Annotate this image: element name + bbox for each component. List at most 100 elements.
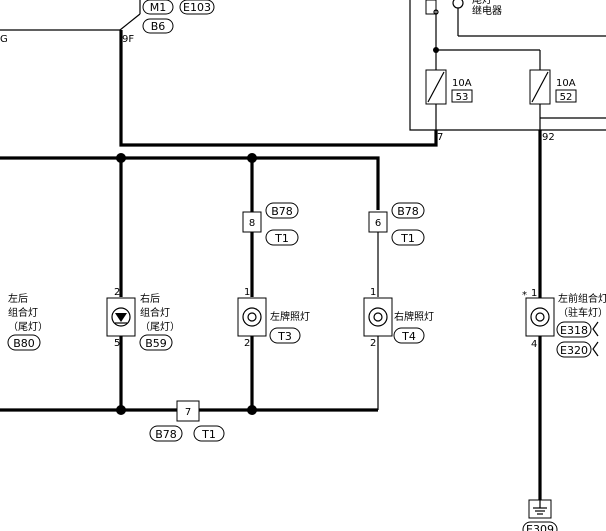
connector-m1 — [142, 0, 174, 15]
connector-t1-bottom-label: T1 — [201, 428, 216, 441]
relay-label-line2: 继电器 — [472, 4, 502, 17]
connector-e103-label: E103 — [183, 1, 211, 14]
junction-pin-left: 8 — [249, 218, 255, 229]
lamp-rear-right-name-2: 组合灯 — [140, 306, 170, 319]
fuse-52-number-box — [555, 89, 577, 103]
connector-b80 — [7, 334, 41, 351]
lamp-left-plate-name: 左牌照灯 — [270, 310, 310, 323]
lamp-left-plate-body — [237, 297, 267, 337]
feed-wire — [119, 30, 438, 147]
lamp-rear-right-combo: 2 5 右后 组合灯 （尾灯） B59 — [106, 287, 180, 410]
lamp-rear-left-name-2: 组合灯 — [8, 306, 38, 319]
bulb-filament-icon — [247, 312, 257, 322]
connector-b59-label: B59 — [145, 337, 167, 350]
connector-t1-right-label: T1 — [400, 232, 415, 245]
lamp-right-plate-pin-bottom: 2 — [370, 338, 376, 349]
connector-e318-label: E318 — [560, 324, 588, 337]
fuse-box: 尾灯 继电器 10A 53 7 10A 52 92 — [409, 0, 606, 143]
connector-t4 — [393, 327, 425, 344]
connector-t3 — [269, 327, 301, 344]
lamp-left-plate-pin-top: 1 — [244, 287, 250, 298]
lamp-rear-right-name-1: 右后 — [140, 292, 160, 305]
fuse-53-element — [427, 71, 445, 103]
lamp-right-plate: 1 2 右牌照灯 T4 — [363, 287, 434, 410]
main-bus — [0, 153, 380, 297]
lamp-front-left-pin-top: 1 — [531, 288, 537, 299]
junction-connector-right: 6 B78 T1 — [368, 202, 425, 297]
lamp-left-plate-pin-bottom: 2 — [244, 338, 250, 349]
connector-t1-right — [391, 229, 425, 246]
fuse-52-amp: 10A — [556, 78, 576, 89]
relay-contact — [425, 0, 437, 15]
ground: E309 — [522, 499, 558, 531]
connector-t1-left-label: T1 — [274, 232, 289, 245]
connector-b78-right — [391, 202, 425, 219]
junction-connector-left: 8 B78 T1 — [242, 202, 299, 297]
fuse-53-amp: 10A — [452, 78, 472, 89]
fuse-52-out-pin: 92 — [542, 132, 555, 143]
connector-e103 — [179, 0, 215, 15]
bottom-pin: 7 — [185, 407, 191, 418]
lamp-right-plate-name: 右牌照灯 — [394, 310, 434, 323]
connector-e320-tail — [592, 341, 599, 357]
lamp-front-left-pin-bottom: 4 — [531, 339, 537, 350]
bulb-icon — [368, 307, 388, 327]
connector-b78-bottom-label: B78 — [155, 428, 177, 441]
connector-e318-tail — [592, 321, 599, 337]
connector-b59 — [139, 334, 173, 351]
return-bus: 7 B78 T1 — [0, 400, 378, 442]
fuse-53-out-pin: 7 — [437, 132, 443, 143]
lamp-front-left-body — [525, 297, 555, 337]
lamp-left-plate: 1 2 左牌照灯 T3 — [237, 287, 310, 410]
diode-triangle-icon — [115, 313, 127, 322]
edge-label-g: G — [0, 34, 8, 45]
pin-9f: 9F — [122, 34, 134, 45]
connector-e309-label: E309 — [526, 523, 554, 531]
connector-b6 — [142, 18, 174, 34]
connector-b78-right-label: B78 — [397, 205, 419, 218]
lamp-front-left-marker: * — [522, 290, 527, 301]
connector-e320-label: E320 — [560, 344, 588, 357]
lamp-right-plate-body — [363, 297, 393, 337]
connector-e318 — [556, 321, 592, 338]
fuse-52-number: 52 — [560, 92, 573, 103]
lamp-right-plate-pin-top: 1 — [370, 287, 376, 298]
bulb-icon — [242, 307, 262, 327]
fuse-box-junction — [433, 47, 439, 53]
return-junction-1 — [116, 405, 126, 415]
connector-b6-label: B6 — [151, 20, 166, 33]
bulb-filament-icon — [535, 312, 545, 322]
connector-e309 — [522, 521, 558, 531]
lamp-rear-right-name-3: （尾灯） — [140, 321, 180, 333]
connector-b78-bottom — [149, 425, 183, 442]
connector-t1-bottom — [193, 425, 225, 442]
connector-b78-left — [265, 202, 299, 219]
connector-e320 — [556, 341, 592, 358]
connector-t3-label: T3 — [277, 330, 292, 343]
top-connector-group: M1 E103 B6 9F G — [0, 0, 215, 45]
connector-b78-left-label: B78 — [271, 205, 293, 218]
connector-t1-left — [265, 229, 299, 246]
junction-pin-right: 6 — [375, 218, 381, 229]
return-junction-2 — [247, 405, 257, 415]
fuse-52-element — [531, 71, 549, 103]
lamp-front-left-combo: * 1 4 左前组合灯 （驻车灯） E318 E320 — [522, 130, 606, 500]
lamp-front-left-name-1: 左前组合灯 — [558, 292, 606, 305]
bottom-pin-box — [176, 400, 200, 422]
lamp-rear-left-name-1: 左后 — [8, 292, 28, 305]
lamp-rear-right-pin-top: 2 — [114, 287, 120, 298]
relay-label-line1: 尾灯 — [472, 0, 492, 6]
connector-t4-label: T4 — [401, 330, 416, 343]
lamp-rear-left-name-3: （尾灯） — [8, 321, 48, 333]
connector-b80-label: B80 — [13, 337, 35, 350]
fuse-53-number-box — [451, 89, 473, 103]
bulb-filament-icon — [373, 312, 383, 322]
lamp-rear-right-pin-bottom: 5 — [114, 338, 120, 349]
relay-coil-icon — [452, 0, 464, 9]
lamp-front-left-name-2: （驻车灯） — [558, 306, 606, 319]
lamp-rear-left-combo: 左后 组合灯 （尾灯） B80 — [7, 292, 48, 351]
bulb-icon — [530, 307, 550, 327]
connector-m1-label: M1 — [150, 1, 167, 14]
diode-lamp-icon — [111, 307, 131, 327]
